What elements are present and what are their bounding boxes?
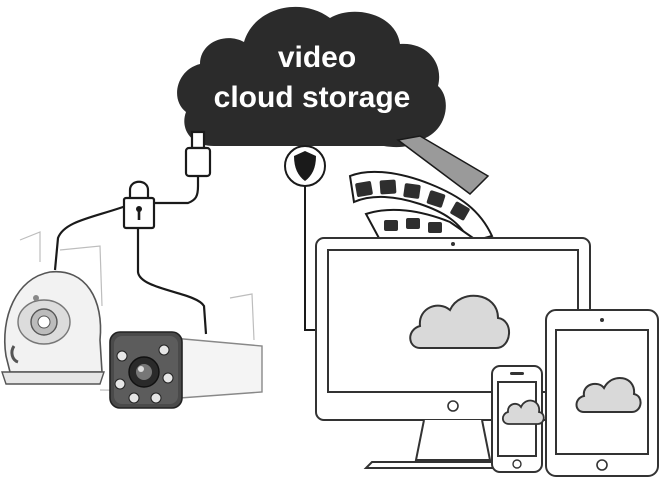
padlock-icon	[122, 180, 156, 230]
plug-icon	[150, 130, 212, 205]
camera-cables	[53, 204, 208, 335]
cloud-icon	[501, 399, 545, 425]
monitor-stand	[414, 419, 492, 461]
cloud-title-line1: video	[278, 41, 356, 74]
bullet-camera	[109, 331, 263, 409]
cloud-shape	[177, 6, 446, 148]
cloud-icon	[409, 294, 510, 349]
dome-camera	[1, 270, 105, 385]
film-strip-icon	[348, 135, 494, 244]
monitor-logo-icon	[447, 400, 459, 412]
cloud-title-line2: cloud storage	[214, 81, 411, 114]
cloud-icon	[575, 377, 642, 413]
shield-icon	[284, 145, 326, 187]
video-cloud: video cloud storage	[177, 6, 446, 148]
